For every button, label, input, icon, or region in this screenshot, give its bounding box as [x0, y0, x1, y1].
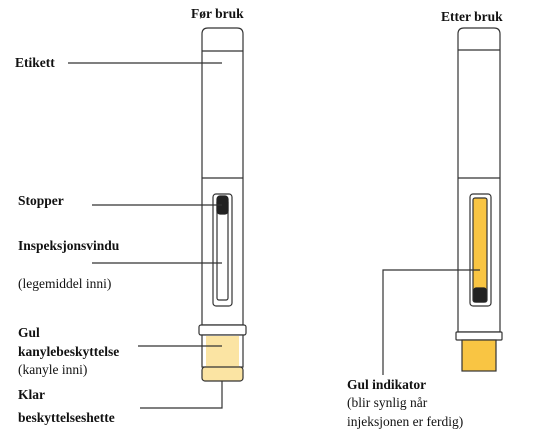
label-etikett: Etikett — [15, 55, 55, 70]
label-clear-cap-line1: Klar — [18, 387, 45, 402]
heading-before-use: Før bruk — [191, 6, 244, 21]
after-collar — [455, 331, 503, 341]
clear-cap-end — [201, 366, 244, 382]
pen-after-use — [455, 27, 503, 372]
label-yellow-indicator-note1: (blir synlig når — [347, 395, 428, 410]
pen-before-body — [201, 27, 244, 326]
extended-yellow-guard — [461, 339, 497, 372]
label-inspection-window: Inspeksjonsvindu — [18, 238, 120, 253]
leader-lines — [68, 62, 480, 409]
label-clear-cap-line2: beskyttelseshette — [18, 410, 115, 425]
label-yellow-indicator: Gul indikator — [347, 377, 427, 392]
inspection-window-inner — [216, 199, 229, 301]
yellow-indicator-fill — [472, 197, 488, 303]
pen-before-use — [198, 27, 247, 382]
label-stopper: Stopper — [18, 193, 64, 208]
leader-yellow-indicator — [382, 269, 480, 375]
leader-clear-cap — [140, 381, 223, 409]
heading-after-use: Etter bruk — [441, 9, 503, 24]
yellow-needle-guard — [206, 336, 239, 367]
label-yellow-guard-note: (kanyle inni) — [18, 362, 88, 377]
label-yellow-guard-line2: kanylebeskyttelse — [18, 344, 120, 359]
label-yellow-guard-line1: Gul — [18, 325, 40, 340]
after-stopper-mark — [473, 287, 487, 303]
label-inspection-window-note: (legemiddel inni) — [18, 276, 112, 291]
label-yellow-indicator-note2: injeksjonen er ferdig) — [347, 414, 464, 429]
needle-guard-collar — [198, 324, 247, 336]
